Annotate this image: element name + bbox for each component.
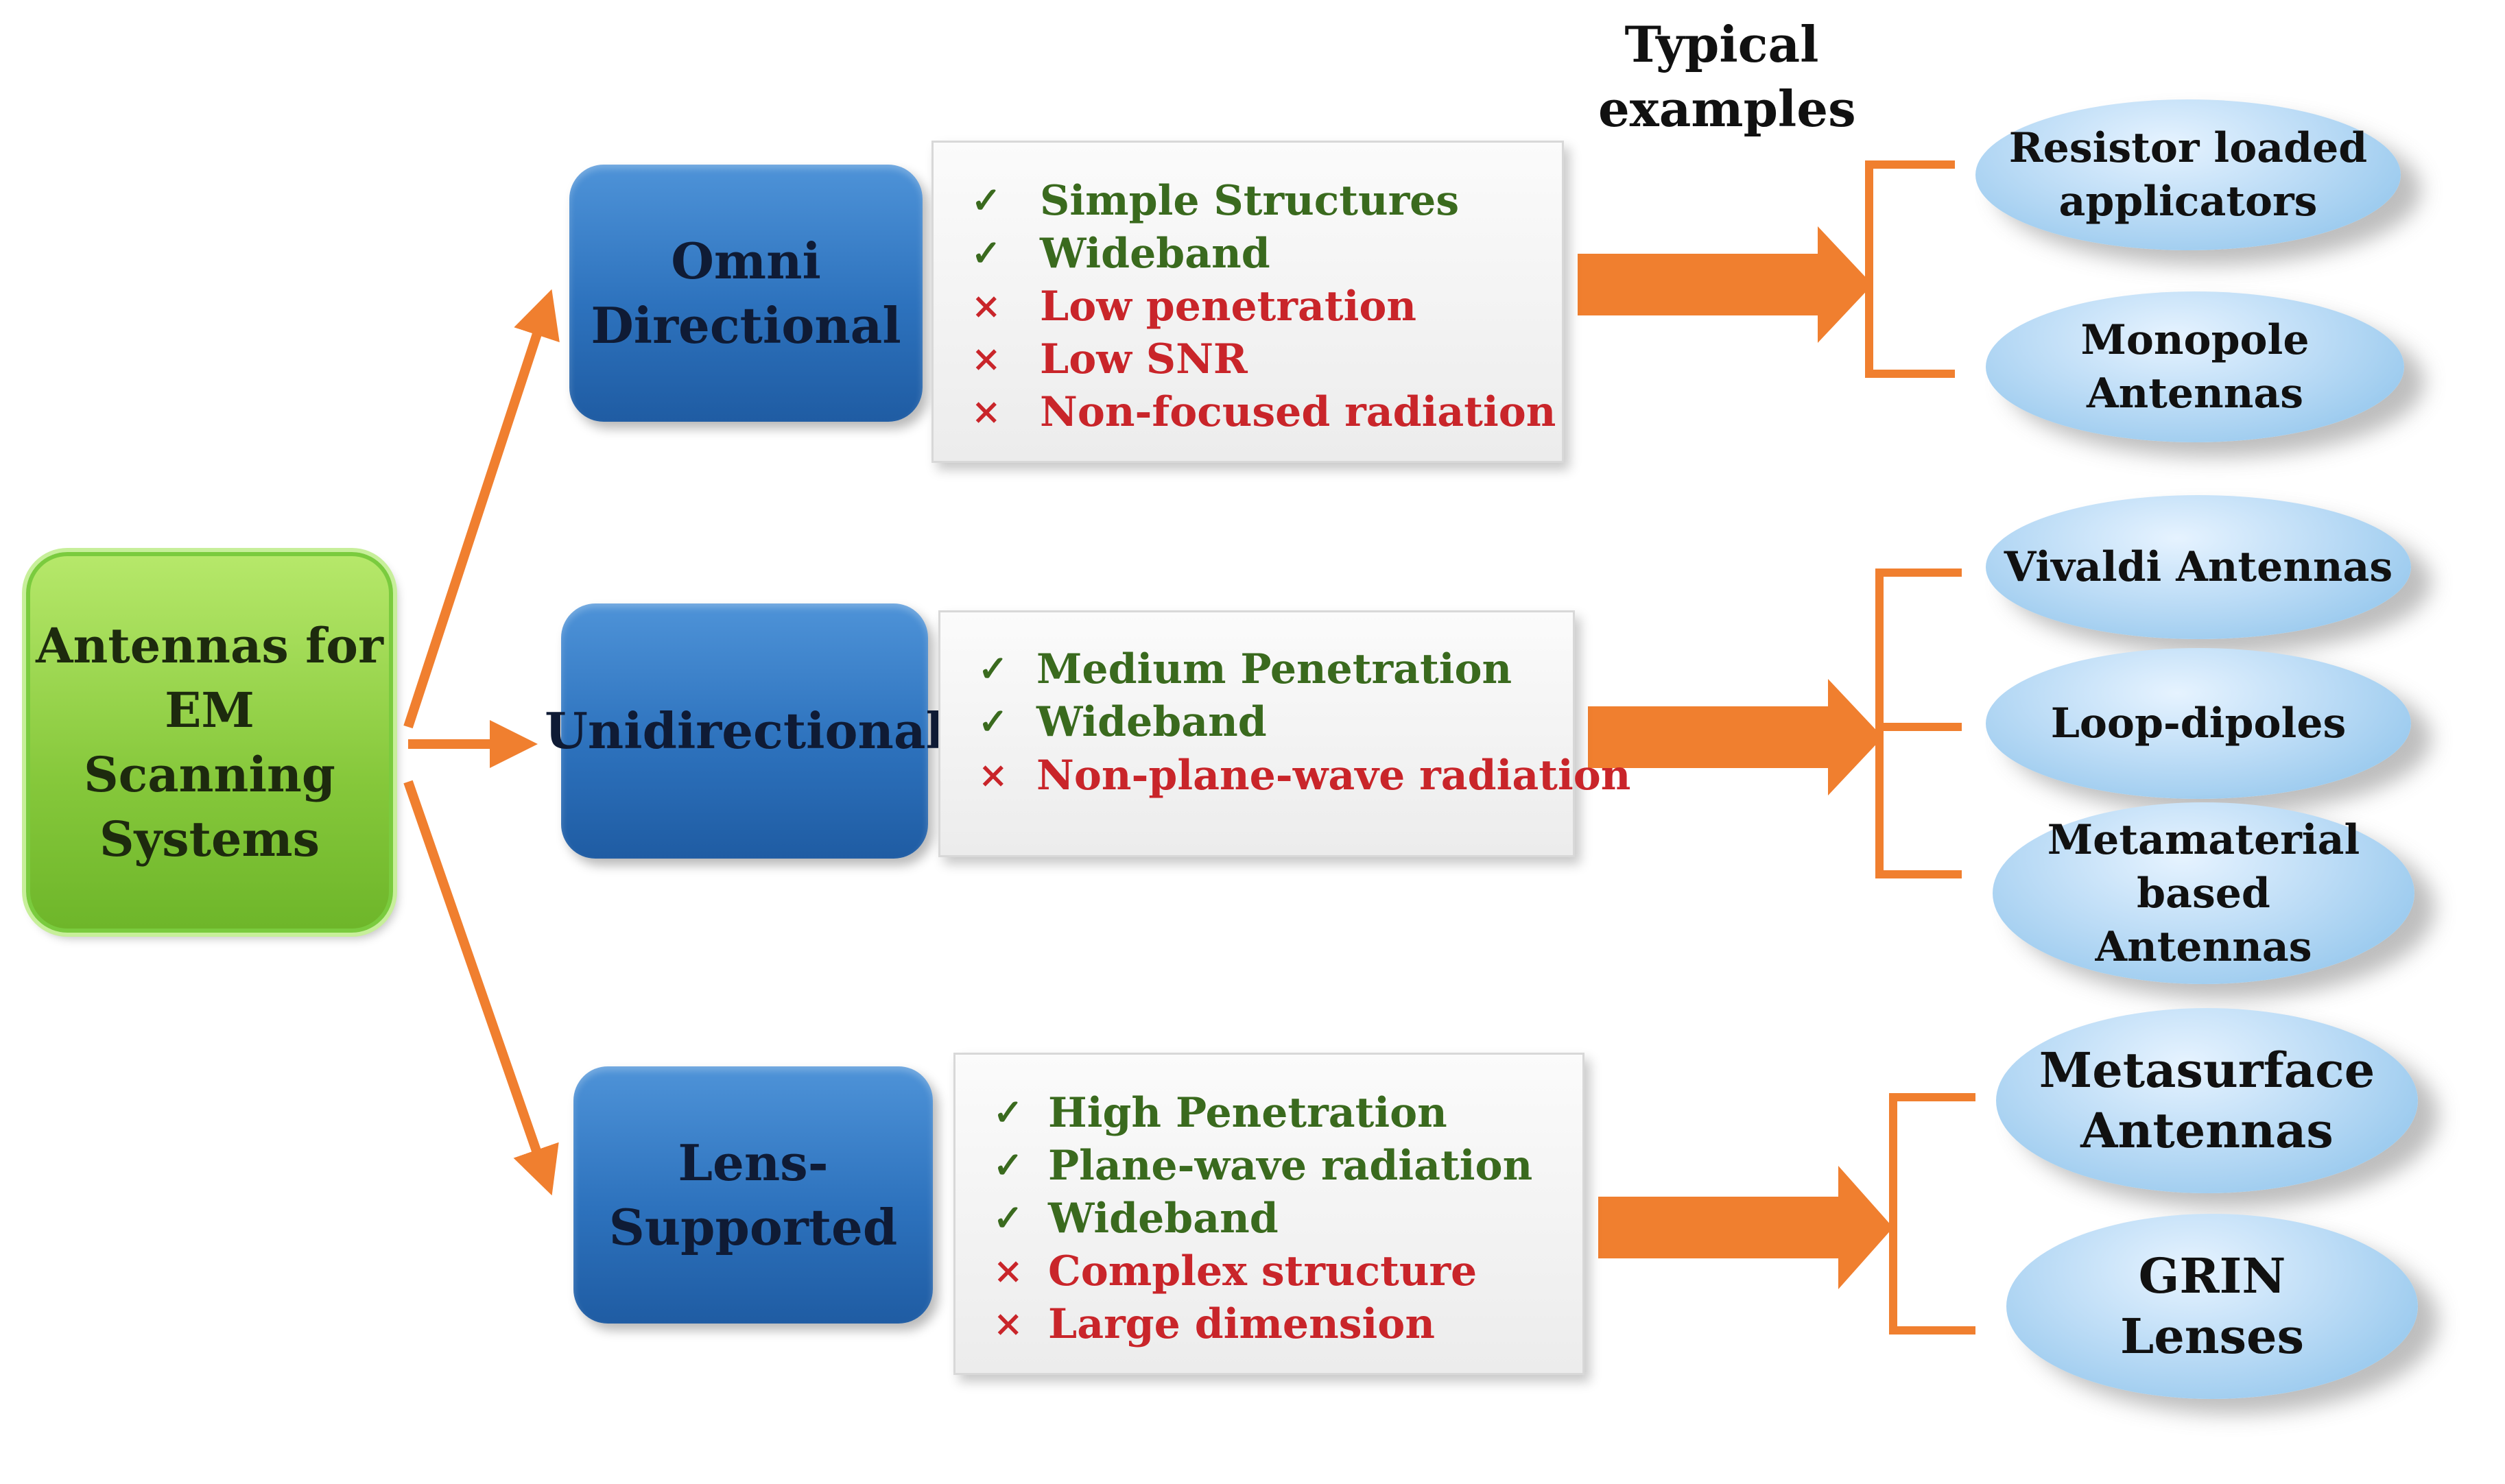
- features-omni-directional: ✓Simple Structures ✓Wideband ×Low penetr…: [931, 141, 1564, 463]
- category-label: Omni Directional: [591, 231, 901, 355]
- typical-examples-header: Typical examples: [1598, 15, 1856, 138]
- category-unidirectional: Unidirectional: [545, 603, 945, 859]
- cross-icon: ×: [993, 1250, 1023, 1292]
- bracket-omni: [1865, 160, 1955, 378]
- root-label: Antennas for EM Scanning Systems: [36, 617, 383, 867]
- bracket-uni: [1875, 569, 1962, 878]
- check-icon: ✓: [978, 648, 1008, 690]
- category-label: Lens- Supported: [608, 1133, 898, 1256]
- arrow-lens-to-examples: [1598, 1166, 1893, 1289]
- check-icon: ✓: [993, 1197, 1023, 1239]
- category-lens-supported: Lens- Supported: [573, 1066, 933, 1324]
- features-unidirectional: ✓Medium Penetration ✓Wideband ×Non-plane…: [938, 610, 1630, 857]
- category-label: Unidirectional: [545, 702, 945, 760]
- check-icon: ✓: [978, 701, 1008, 743]
- arrow-omni-to-examples: [1578, 226, 1873, 343]
- root-node: Antennas for EM Scanning Systems: [26, 552, 393, 933]
- features-lens-supported: ✓High Penetration ✓Plane-wave radiation …: [953, 1053, 1584, 1375]
- check-icon: ✓: [993, 1145, 1023, 1186]
- check-icon: ✓: [993, 1092, 1023, 1134]
- cross-icon: ×: [971, 285, 1001, 327]
- arrow-uni-to-examples: [1588, 679, 1883, 795]
- bracket-lens: [1889, 1093, 1975, 1335]
- cross-icon: ×: [971, 338, 1001, 380]
- example-loop-dipoles: Loop-dipoles: [1986, 648, 2411, 799]
- example-metamaterial-based-antennas: Metamaterial based Antennas: [1993, 802, 2414, 984]
- arrow-root-to-omni: [403, 289, 560, 729]
- check-icon: ✓: [971, 232, 1001, 274]
- example-resistor-loaded-applicators: Resistor loaded applicators: [1975, 99, 2401, 250]
- check-icon: ✓: [971, 180, 1001, 222]
- example-monopole-antennas: Monopole Antennas: [1986, 291, 2404, 442]
- cross-icon: ×: [993, 1303, 1023, 1345]
- category-omni-directional: Omni Directional: [569, 165, 923, 422]
- example-vivaldi-antennas: Vivaldi Antennas: [1986, 495, 2411, 639]
- cross-icon: ×: [971, 391, 1001, 433]
- cross-icon: ×: [978, 754, 1008, 796]
- example-grin-lenses: GRIN Lenses: [2006, 1214, 2418, 1399]
- example-metasurface-antennas: Metasurface Antennas: [1996, 1008, 2418, 1193]
- arrow-root-to-lens: [403, 780, 559, 1196]
